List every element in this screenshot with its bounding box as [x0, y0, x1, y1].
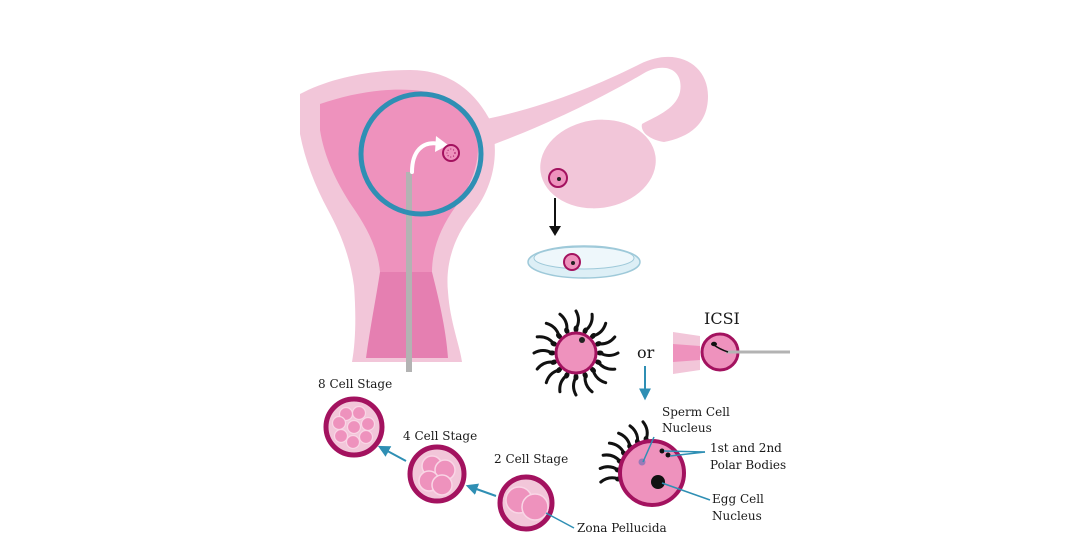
fallopian-tube — [470, 56, 708, 150]
four-cell-embryo — [407, 444, 467, 504]
uterine-cavity — [320, 89, 478, 273]
ovary — [540, 119, 656, 209]
uterus-illustration — [300, 56, 708, 372]
arrow-four-to-eight — [377, 445, 407, 462]
implantation-highlight-ring — [358, 91, 484, 217]
sperm-head-2 — [589, 366, 597, 374]
icsi-illustration: ICSI — [673, 309, 790, 374]
egg-cell-nucleus-label: Egg Cell — [712, 492, 764, 506]
released-egg-nucleus — [557, 177, 561, 181]
or-label: or — [637, 343, 655, 362]
sperm-head-9 — [550, 341, 558, 347]
sperm-head-8 — [548, 350, 556, 356]
implanted-embryo-dots — [446, 148, 456, 158]
sperm-head-12 — [573, 325, 579, 333]
two-cell-embryo — [497, 474, 555, 532]
transfer-arrowhead — [435, 136, 448, 152]
sperm-head-6 — [555, 366, 563, 374]
sperm-head-5 — [564, 371, 570, 379]
fertilized-egg — [598, 420, 686, 507]
egg-cell-nucleus-label-2: Nucleus — [712, 509, 762, 523]
polar-body-2 — [665, 452, 671, 458]
egg-cell-nucleus-dot — [651, 475, 665, 489]
eight-cell-embryo — [323, 396, 385, 458]
sperm-head-14 — [589, 332, 597, 340]
sperm-head-4 — [573, 373, 579, 381]
polar-body-1 — [659, 448, 665, 454]
zona-pellucida-label: Zona Pellucida — [577, 521, 667, 535]
sperm-cell-nucleus-label-2: Nucleus — [662, 421, 712, 435]
polar-bodies-label-2: Polar Bodies — [710, 458, 786, 472]
sperm-head-3 — [582, 371, 588, 379]
four-cell-stage-label: 4 Cell Stage — [403, 429, 477, 443]
sperm-head-15 — [594, 341, 602, 347]
implanted-embryo — [442, 144, 460, 162]
eight-cell-stage-label: 8 Cell Stage — [318, 377, 392, 391]
sperm-head-1 — [594, 359, 602, 365]
polar-bodies-label: 1st and 2nd — [710, 441, 782, 455]
sperm-head-0 — [596, 350, 604, 356]
sperm-head-11 — [564, 327, 570, 335]
conventional-ivf-egg — [532, 309, 620, 397]
fertilized-egg-callouts — [642, 436, 711, 501]
sperm-head-10 — [555, 332, 563, 340]
sperm-cell-nucleus-label: Sperm Cell — [662, 405, 730, 419]
icsi-label: ICSI — [704, 309, 740, 328]
retrieval-arrow — [549, 198, 561, 236]
sperm-head-13 — [582, 327, 588, 335]
two-cell-stage-label: 2 Cell Stage — [494, 452, 568, 466]
zona-pellucida-pointer — [545, 512, 575, 529]
petri-dish — [527, 245, 641, 279]
arrow-two-to-four — [465, 483, 497, 497]
transfer-catheter — [406, 172, 412, 372]
sperm-head-7 — [550, 359, 558, 365]
